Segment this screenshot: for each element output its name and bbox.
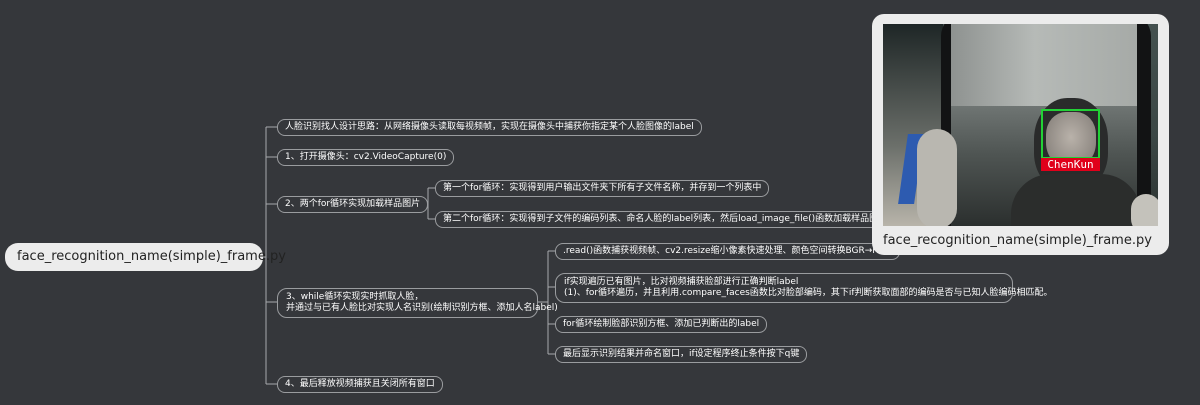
branch-release-capture[interactable]: 4、最后释放视频捕获且关闭所有窗口 (277, 376, 443, 393)
webcam-photo: ChenKun (883, 24, 1158, 226)
face-detection-box (1041, 109, 1100, 159)
image-card[interactable]: ChenKun face_recognition_name(simple)_fr… (872, 14, 1169, 255)
branch-while-loop-line-2: 并通过与已有人脸比对实现人名识别(绘制识别方框、添加人名label) (286, 303, 558, 313)
child-compare-faces-line-1: if实现遍历已有图片，比对视频捕获脸部进行正确判断label (564, 277, 799, 287)
child-second-for-loop[interactable]: 第二个for循环：实现得到子文件的编码列表、命名人脸的label列表，然后loa… (435, 211, 896, 228)
child-compare-faces-line-2: (1)、for循环遍历，并且利用.compare_faces函数比对脸部编码，其… (564, 288, 1053, 298)
root-node[interactable]: face_recognition_name(simple)_frame.py (5, 243, 286, 271)
child-read-frame[interactable]: .read()函数捕获视频帧、cv2.resize缩小像素快速处理、颜色空间转换… (555, 243, 900, 260)
branch-design-idea[interactable]: 人脸识别找人设计思路：从网络摄像头读取每视频帧，实现在摄像头中捕获你指定某个人脸… (277, 119, 702, 136)
child-draw-box[interactable]: for循环绘制脸部识别方框、添加已判断出的label (555, 316, 768, 333)
branch-while-loop[interactable]: 3、while循环实现实时抓取人脸， 并通过与已有人脸比对实现人名识别(绘制识别… (277, 288, 558, 318)
branch-while-loop-line-1: 3、while循环实现实时抓取人脸， (286, 292, 424, 302)
child-first-for-loop[interactable]: 第一个for循环：实现得到用户输出文件夹下所有子文件名称，并存到一个列表中 (435, 180, 770, 197)
face-label-tag: ChenKun (1041, 158, 1100, 171)
child-compare-faces[interactable]: if实现遍历已有图片，比对视频捕获脸部进行正确判断label (1)、for循环… (555, 273, 1053, 303)
child-show-result[interactable]: 最后显示识别结果并命名窗口，if设定程序终止条件按下q键 (555, 346, 808, 363)
branch-open-camera[interactable]: 1、打开摄像头：cv2.VideoCapture(0) (277, 149, 455, 166)
image-caption: face_recognition_name(simple)_frame.py (883, 233, 1152, 248)
branch-load-samples[interactable]: 2、两个for循环实现加载样品图片 (277, 196, 429, 213)
